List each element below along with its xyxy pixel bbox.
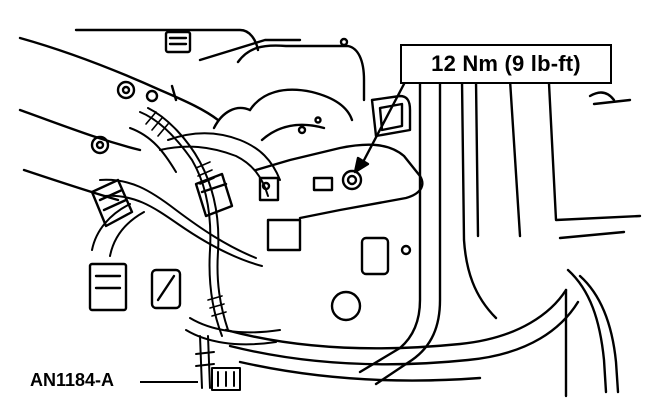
torque-spec: 12 Nm (9 lb-ft) [431, 51, 581, 76]
mounting-plate [254, 143, 424, 252]
top-clip [164, 30, 192, 54]
lower-sill [224, 288, 580, 382]
harness-connector-left [90, 178, 134, 228]
figure-id: AN1184-A [30, 370, 115, 390]
upper-slot [370, 94, 412, 138]
wiring-harness [91, 107, 281, 346]
door-bracket [212, 44, 366, 142]
figure-id-leader [140, 381, 198, 383]
mounting-studs [90, 80, 178, 155]
lower-slots [150, 37, 412, 322]
door-pillar [358, 62, 642, 398]
harness-connector-lower [88, 262, 128, 312]
torque-callout: 12 Nm (9 lb-ft) [400, 44, 612, 84]
harness-connector-center [194, 172, 234, 218]
harness-wraps [145, 111, 227, 317]
harness-tail [195, 335, 241, 391]
bolt [341, 169, 363, 191]
